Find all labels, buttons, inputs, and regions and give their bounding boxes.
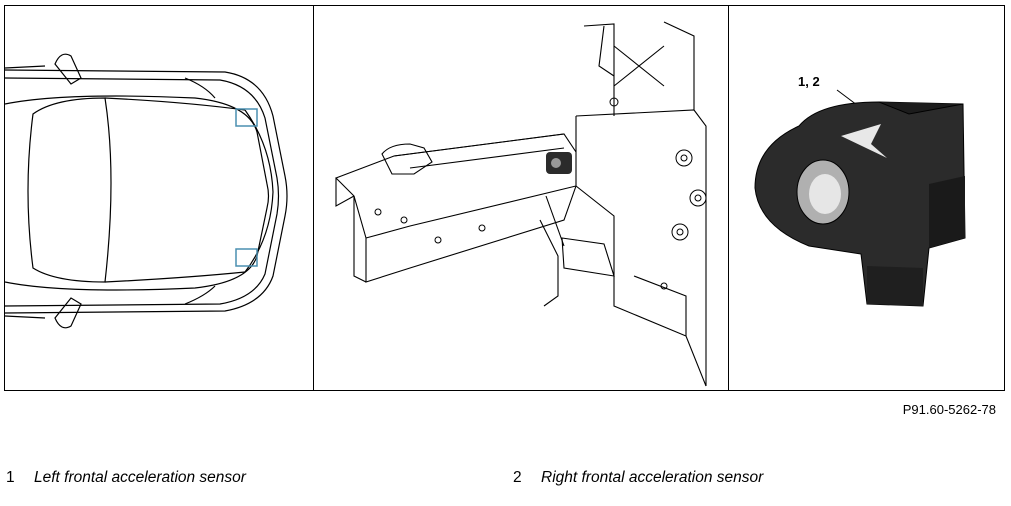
car-top-view-panel [5,53,288,329]
figure-id: P91.60-5262-78 [902,402,996,417]
installation-location-panel [335,21,707,387]
legend-number: 1 [6,469,15,486]
legend-item-1: 1 Left frontal acceleration sensor [6,469,246,487]
sensor-callout: 1, 2 [798,74,820,89]
legend-text: Right frontal acceleration sensor [541,469,764,486]
legend-item-2: 2 Right frontal acceleration sensor [513,469,763,487]
acceleration-sensor [754,101,966,307]
legend-number: 2 [513,469,522,486]
sensor-closeup-panel [754,89,966,307]
panel-divider [313,6,314,390]
legend-text: Left frontal acceleration sensor [34,469,246,486]
sensor-on-rail [546,152,572,174]
technical-figure: 1, 2 [4,5,1005,391]
right-sensor-marker [235,248,258,267]
panel-divider [728,6,729,390]
left-sensor-marker [235,108,258,127]
